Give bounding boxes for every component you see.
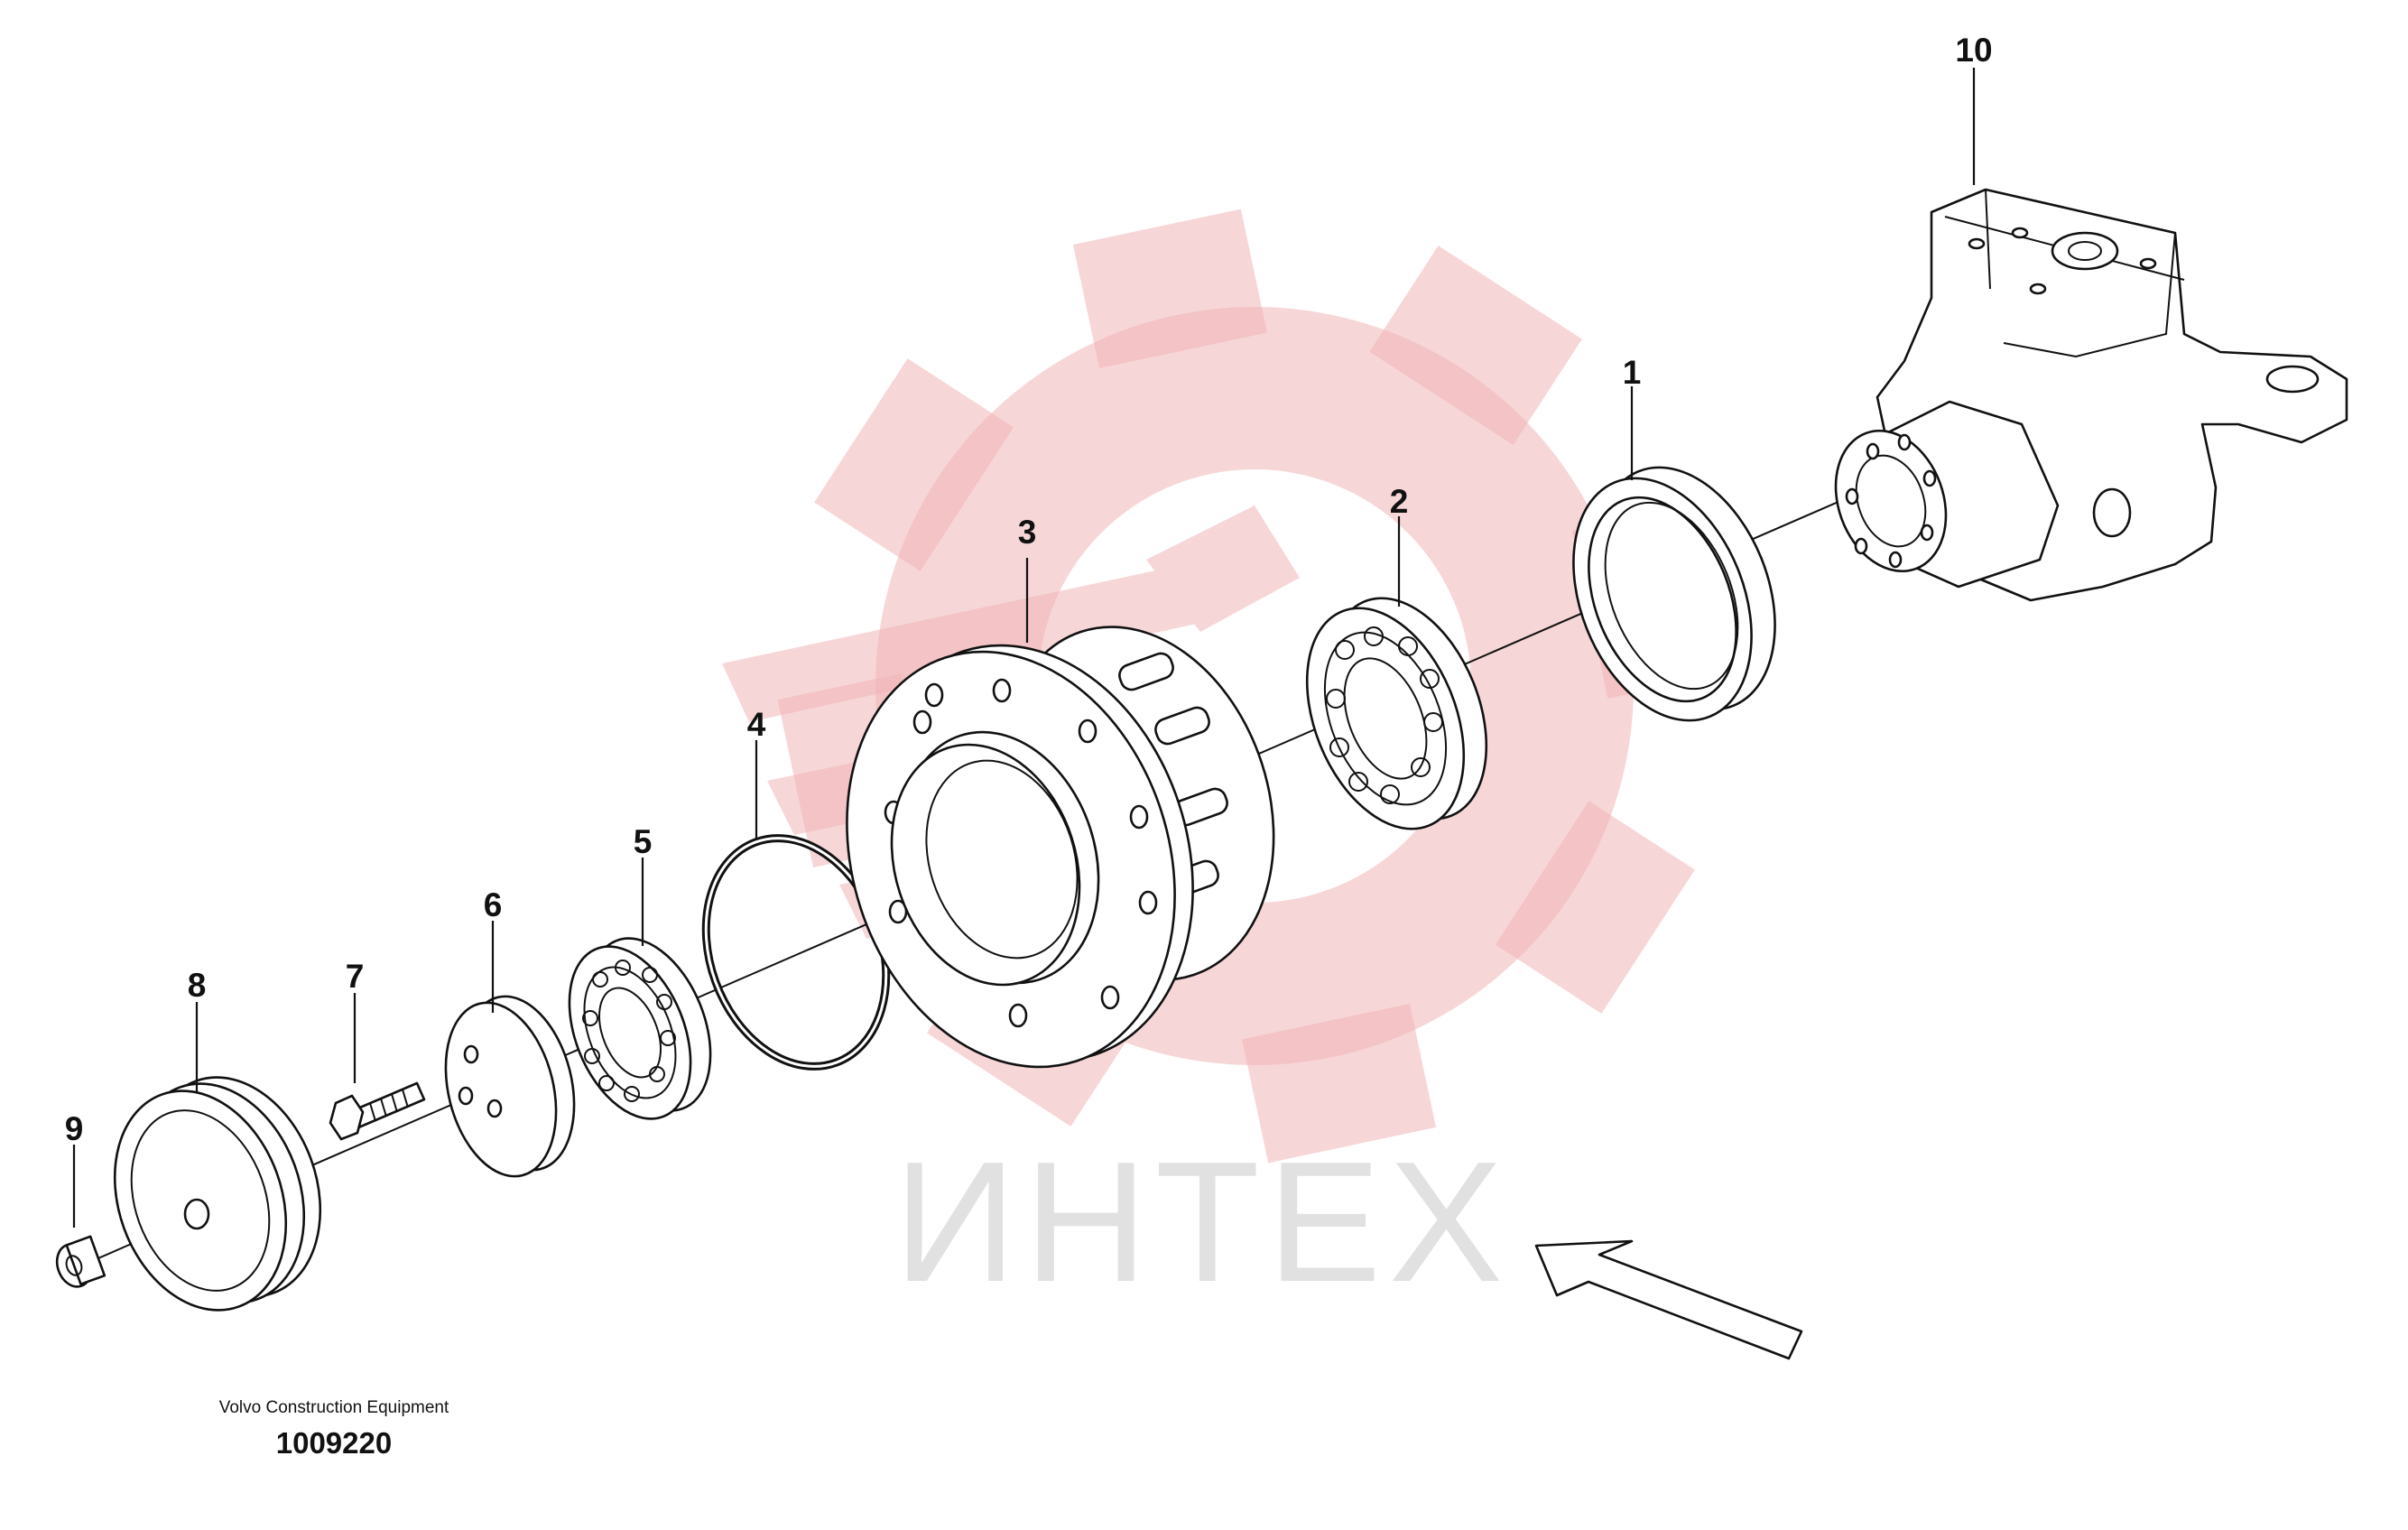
callout-1: 1 [1623, 354, 1642, 391]
part-1-shaft-seal [1572, 466, 1776, 722]
callout-4: 4 [747, 706, 766, 743]
callout-6: 6 [484, 886, 503, 923]
callout-5: 5 [634, 823, 653, 860]
callout-9: 9 [65, 1110, 84, 1147]
part-6-lock-plate [444, 995, 576, 1178]
part-10-steering-knuckle [1834, 188, 2348, 602]
direction-arrow [1534, 1239, 1803, 1360]
part-5-outer-bearing [568, 937, 712, 1120]
drawing-caption: Volvo Construction Equipment 1009220 [208, 1397, 460, 1460]
part-2-inner-bearing [1305, 597, 1488, 830]
part-8-hub-cover [113, 1076, 322, 1312]
callout-10: 10 [1955, 32, 1992, 69]
part-3-wheel-hub [846, 626, 1275, 1069]
callout-labels: 1 2 3 4 5 6 7 8 9 10 [65, 32, 1993, 1147]
drawing-number: 1009220 [275, 1426, 393, 1460]
company-name: Volvo Construction Equipment [218, 1398, 449, 1417]
callout-2: 2 [1390, 483, 1409, 520]
part-7-bolt [329, 1081, 426, 1141]
part-9-set-screw [55, 1235, 107, 1288]
leader-lines [72, 68, 1976, 1228]
callout-7: 7 [346, 958, 365, 995]
callout-8: 8 [188, 967, 207, 1004]
callout-3: 3 [1018, 514, 1037, 551]
watermark-brand-text: ИНТЕХ [894, 1127, 1511, 1318]
